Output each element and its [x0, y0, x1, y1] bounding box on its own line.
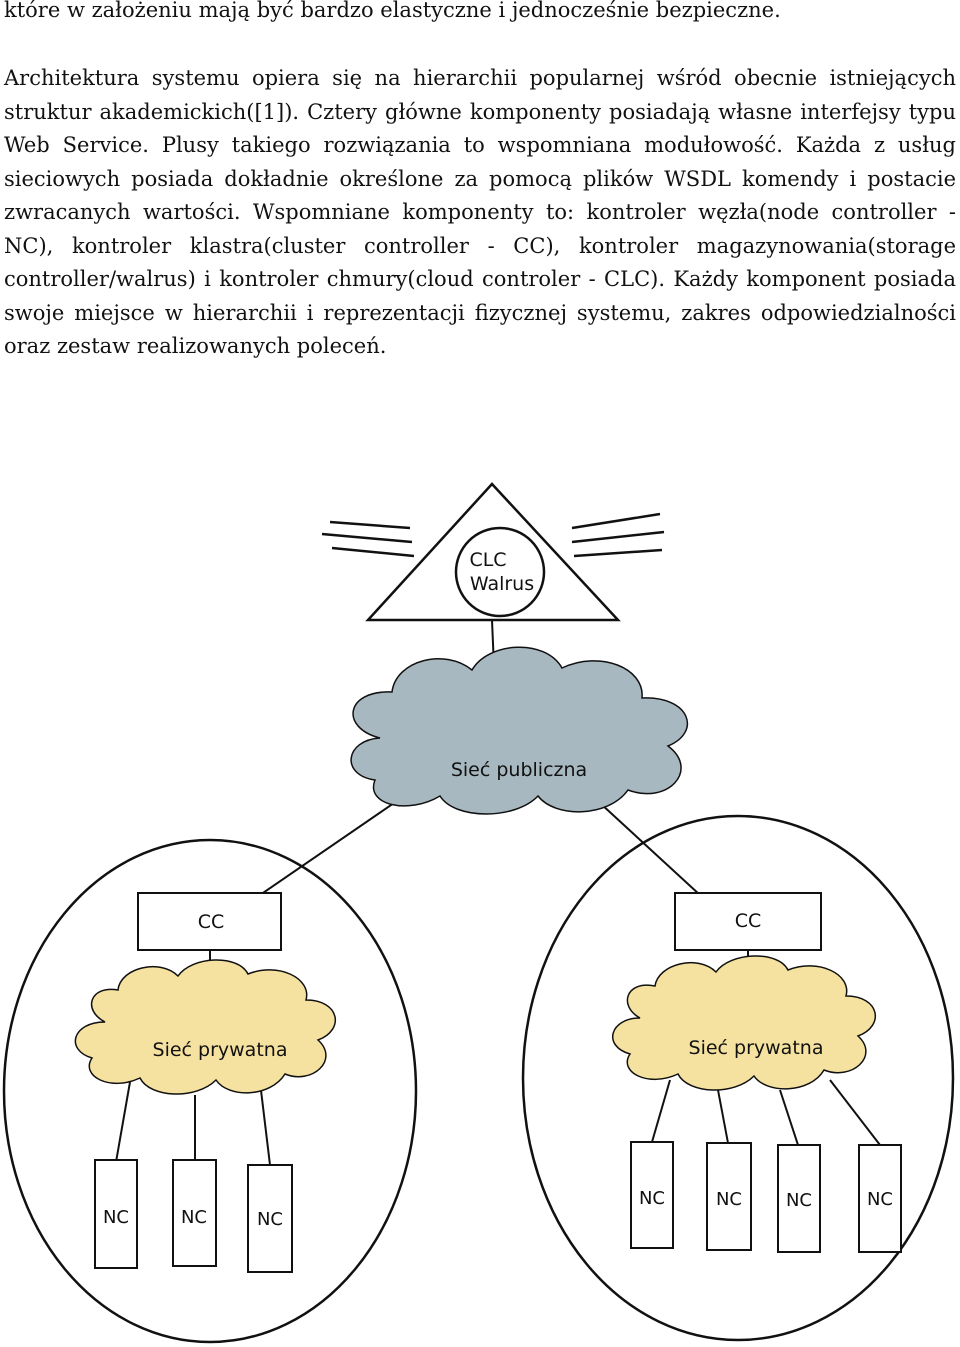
private-cloud-shape-left: [74, 959, 336, 1095]
connector-private-right-nc3: [779, 1089, 799, 1146]
walrus-label: Walrus: [470, 573, 534, 595]
cluster-right-boundary: [521, 814, 955, 1342]
public-cloud-shape: [350, 646, 689, 815]
nc-label-right-3: NC: [786, 1190, 812, 1211]
public-network-label: Sieć publiczna: [451, 759, 587, 781]
cc-box-left: [137, 892, 282, 951]
radiating-lines: [321, 512, 665, 558]
clc-label: CLC: [469, 549, 506, 571]
clc-circle: [454, 526, 546, 618]
connector-private-left-nc3: [259, 1081, 271, 1166]
cluster-left: CC Sieć prywatna NC NC NC: [74, 892, 336, 1273]
nc-label-right-1: NC: [639, 1188, 665, 1209]
nc-box-right-2: [706, 1142, 752, 1251]
cc-label-right: CC: [735, 910, 762, 932]
private-network-label-left: Sieć prywatna: [153, 1039, 288, 1061]
public-network-cloud: Sieć publiczna: [350, 646, 689, 815]
nc-box-left-2: [172, 1159, 217, 1267]
clc-node: CLC Walrus: [321, 482, 665, 622]
nc-box-left-1: [94, 1159, 138, 1269]
connector-public-cc-left: [259, 791, 411, 896]
private-cloud-shape-right: [612, 955, 876, 1091]
nc-box-right-1: [630, 1141, 674, 1249]
connector-private-right-nc4: [829, 1079, 881, 1146]
paragraph-architecture: Architektura systemu opiera się na hiera…: [4, 66, 956, 358]
nc-box-left-3: [247, 1164, 293, 1273]
nc-box-right-4: [858, 1144, 902, 1253]
architecture-diagram: CLC Walrus Sieć publiczna CC Sieć prywat…: [2, 482, 955, 1344]
connector-private-right-nc1: [651, 1079, 671, 1143]
cluster-left-boundary: [2, 838, 418, 1344]
cc-label-left: CC: [198, 911, 225, 933]
nc-label-left-3: NC: [257, 1209, 283, 1230]
cluster-right: CC Sieć prywatna NC NC NC NC: [612, 892, 902, 1253]
nc-box-right-3: [777, 1144, 821, 1253]
nc-label-right-2: NC: [716, 1189, 742, 1210]
connector-private-right-nc2: [717, 1089, 729, 1144]
nc-label-right-4: NC: [867, 1189, 893, 1210]
cc-box-right: [674, 892, 822, 951]
connector-private-left-nc1: [115, 1081, 131, 1163]
nc-label-left-2: NC: [181, 1207, 207, 1228]
paragraph-intro-end: które w założeniu mają być bardzo elasty…: [4, 0, 781, 22]
nc-label-left-1: NC: [103, 1207, 129, 1228]
private-network-label-right: Sieć prywatna: [689, 1037, 824, 1059]
